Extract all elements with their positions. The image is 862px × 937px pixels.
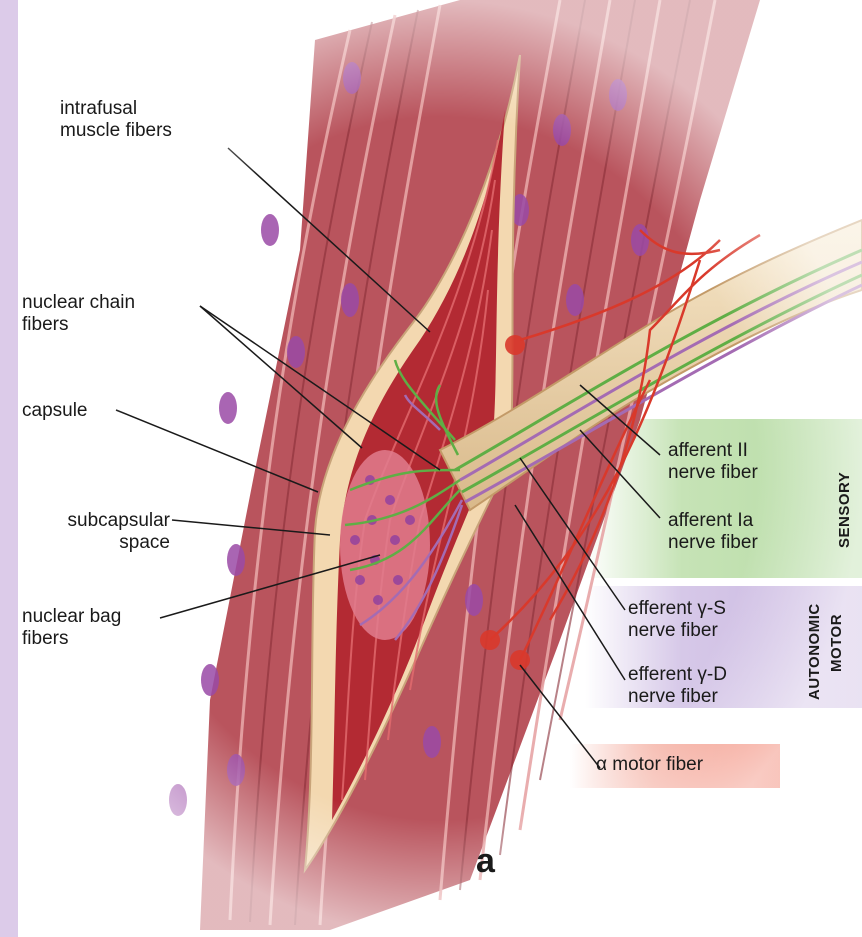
label-efferent-gamma-d: efferent γ-D nerve fiber	[628, 664, 727, 708]
category-autonomic: AUTONOMIC	[806, 603, 823, 700]
label-intrafusal-muscle-fibers: intrafusal muscle fibers	[60, 98, 172, 142]
category-motor: MOTOR	[828, 614, 845, 672]
label-afferent-ii: afferent II nerve fiber	[668, 440, 758, 484]
panel-letter: a	[476, 842, 495, 881]
label-nuclear-bag-fibers: nuclear bag fibers	[22, 606, 121, 650]
label-efferent-gamma-s: efferent γ-S nerve fiber	[628, 598, 726, 642]
category-sensory: SENSORY	[836, 472, 853, 548]
label-nuclear-chain-fibers: nuclear chain fibers	[22, 292, 135, 336]
label-afferent-ia: afferent Ia nerve fiber	[668, 510, 758, 554]
label-alpha-motor-fiber: α motor fiber	[596, 754, 703, 776]
label-capsule: capsule	[22, 400, 88, 422]
label-subcapsular-space: subcapsular space	[22, 510, 170, 554]
